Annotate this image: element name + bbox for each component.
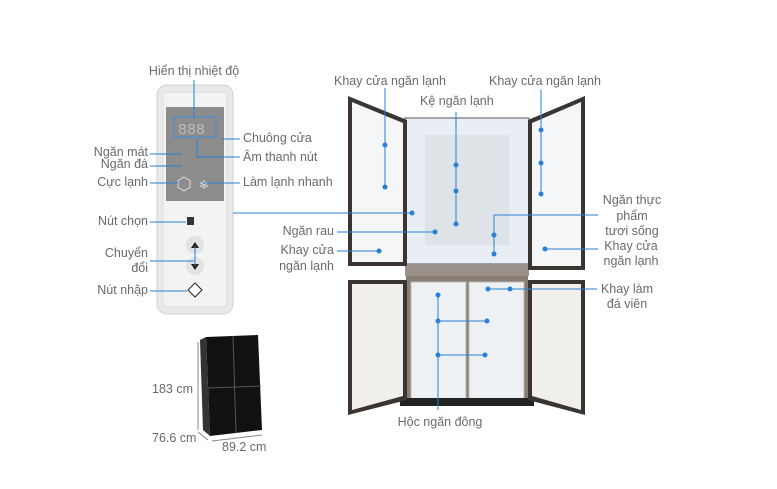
select-button-icon: [187, 217, 194, 225]
label-door-tray-left-top: Khay cửa ngăn lạnh: [334, 74, 446, 88]
label-door-tray-left-bottom-2: ngăn lạnh: [279, 259, 334, 273]
label-switch-2: đổi: [131, 261, 148, 275]
label-select-button: Nút chọn: [97, 214, 148, 228]
label-fresh-food-3: tươi sống: [605, 224, 659, 238]
label-fridge-compartment: Ngăn mát: [93, 145, 148, 159]
label-freezer-drawer: Hộc ngăn đông: [397, 415, 483, 429]
dimension-depth: 76.6 cm: [152, 431, 197, 445]
label-door-bell: Chuông cửa: [243, 131, 312, 145]
label-enter-button: Nút nhập: [97, 283, 148, 297]
label-button-sound: Âm thanh nút: [243, 150, 318, 164]
label-door-tray-left-bottom-1: Khay cửa: [280, 243, 334, 257]
label-temperature-display: Hiển thị nhiệt độ: [148, 64, 240, 78]
hexagon-icon: [177, 176, 191, 192]
callout-dots: [376, 127, 548, 358]
arrow-down-icon: [191, 264, 199, 270]
label-fresh-food-2: phẩm: [616, 209, 648, 223]
svg-text:888: 888: [178, 122, 205, 139]
dimension-width: 89.2 cm: [222, 440, 267, 454]
label-shelf: Kệ ngăn lạnh: [420, 94, 494, 108]
label-ice-tray-2: đá viên: [606, 297, 648, 311]
label-door-tray-right-bottom-1: Khay cửa: [604, 239, 658, 253]
enter-button-icon: [187, 282, 203, 298]
label-door-tray-right-bottom-2: ngăn lạnh: [603, 254, 659, 268]
arrow-up-icon: [191, 242, 199, 248]
label-door-tray-right-top: Khay cửa ngăn lạnh: [489, 74, 601, 88]
control-panel: 888 ❄: [156, 84, 234, 315]
snowflake-icon: ❄: [199, 178, 209, 192]
label-quick-cool: Làm lạnh nhanh: [243, 175, 333, 189]
label-fresh-food-1: Ngăn thực: [602, 193, 662, 207]
label-vegetable: Ngăn rau: [282, 224, 334, 238]
dimension-height: 183 cm: [152, 382, 193, 396]
label-super-cool: Cực lạnh: [97, 175, 148, 189]
label-switch-1: Chuyển: [104, 246, 148, 260]
label-freezer-compartment: Ngăn đá: [100, 157, 148, 171]
label-ice-tray-1: Khay làm: [600, 282, 654, 296]
fridge-thumbnail: [197, 335, 263, 442]
